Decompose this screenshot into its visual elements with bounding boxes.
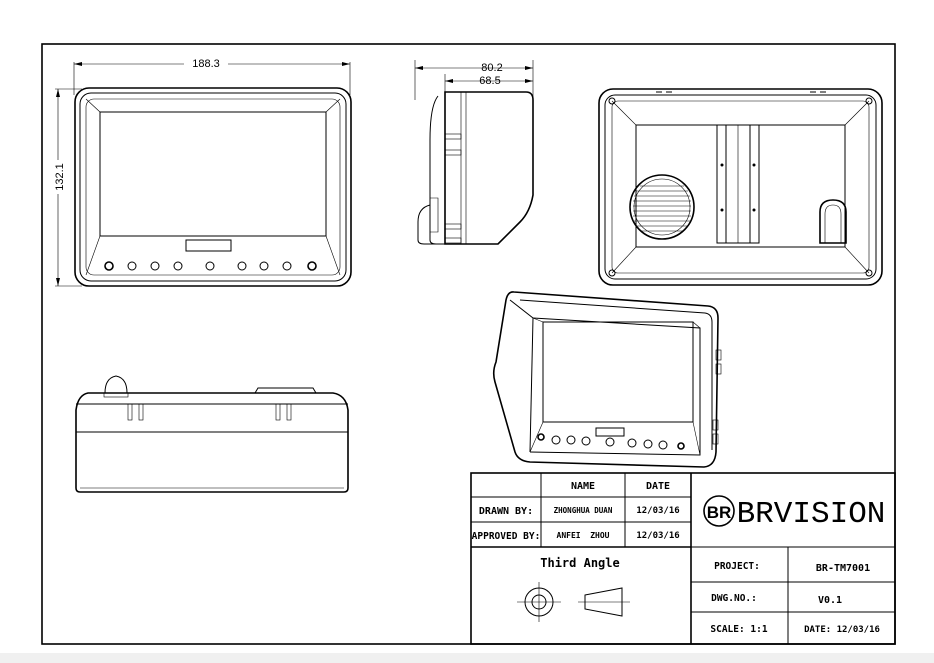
date-label: DATE: 12/03/16 [804, 625, 880, 635]
title-block: NAME DATE DRAWN BY: ZHONGHUA DUAN 12/03/… [470, 472, 896, 645]
col-date-header: DATE [646, 481, 670, 492]
isometric-view [492, 291, 722, 468]
dwg-no-label: DWG.NO.: [711, 593, 757, 604]
sheet-border [41, 43, 896, 645]
front-button-row [104, 261, 317, 271]
drawn-by-label: DRAWN BY: [479, 506, 533, 517]
side-view: 80.2 68.5 [414, 60, 534, 245]
front-width-dimension: 188.3 [192, 58, 220, 70]
drawn-by-date: 12/03/16 [636, 506, 679, 516]
front-view: 188.3 132.1 [50, 57, 352, 287]
col-name-header: NAME [571, 481, 595, 492]
third-angle-projection-icon [517, 582, 630, 622]
speaker-grille-icon [629, 174, 695, 240]
top-view [75, 375, 349, 493]
drawn-by-name: ZHONGHUA DUAN [554, 506, 613, 515]
scale-label: SCALE: 1:1 [710, 624, 767, 635]
projection-label: Third Angle [540, 556, 619, 570]
project-value: BR-TM7001 [816, 563, 870, 574]
company-name: BRVISION [737, 497, 886, 532]
approved-by-label: APPROVED BY: [472, 531, 541, 542]
approved-by-name: ANFEI ZHOU [557, 531, 610, 540]
approved-by-date: 12/03/16 [636, 531, 679, 541]
bottom-strip [0, 653, 934, 663]
brvision-logo: BR BRVISION [703, 495, 886, 532]
logo-mark: BR [707, 503, 732, 522]
side-depth-body-dimension: 68.5 [479, 75, 500, 87]
rear-view [598, 88, 883, 286]
project-label: PROJECT: [714, 561, 760, 572]
dwg-no-value: V0.1 [818, 595, 842, 606]
side-depth-total-dimension: 80.2 [481, 62, 502, 74]
front-height-dimension: 132.1 [54, 163, 66, 191]
